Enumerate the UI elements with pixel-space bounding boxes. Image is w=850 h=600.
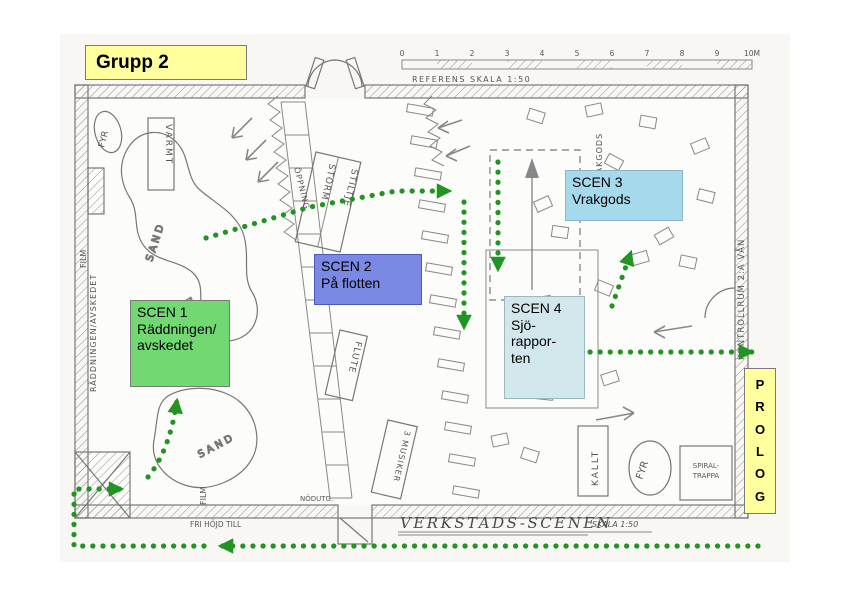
zigzag-right [423,95,445,167]
label-varmt: VARMT [163,124,173,165]
double-door-top [305,56,365,90]
walls [74,84,749,519]
doors [305,56,736,545]
ruler-caption: REFERENS SKALA 1:50 [412,75,531,84]
scene-title: SCEN 1 [137,304,188,320]
ruler-end-label: 10M [744,49,760,58]
prolog-letter: R [755,399,765,415]
label-film-2: FILM [199,487,208,505]
scene-line: rappor- [511,333,557,350]
ruler-number: 4 [540,49,545,58]
bridge-right [405,95,481,499]
scene-title: SCEN 3 [572,174,623,190]
route-bottom-left [71,481,207,549]
scene-title: SCEN 4 [511,300,562,316]
prolog-label: P R O L O G [744,368,776,514]
ruler-number: 5 [575,49,580,58]
label-fyr-top: FYR [97,130,111,149]
group-label: Grupp 2 [85,45,247,80]
pencil-up-arrow [525,158,539,178]
ruler-number: 0 [400,49,405,58]
ruler-number: 8 [680,49,685,58]
ruler-number: 9 [715,49,720,58]
stage-title: VERKSTADS-SCENEN [400,514,612,532]
label-spiral-1: SPIRAL- [693,462,720,470]
fyr-top-left: FYR [93,110,123,154]
scene-box-scen2: SCEN 2 På flotten [314,254,422,305]
prolog-letter: P [755,376,765,392]
scene-line: ten [511,349,531,366]
label-film-1: FILM [79,250,88,268]
kallt-box: KALLT [577,425,609,497]
label-nodutg: NÖDUTG. [300,494,333,503]
label-spiral-2: TRAPPA [692,472,720,480]
scale-ruler: 0 1 2 3 4 5 6 7 8 9 10M REFERENS SKALA 1… [400,49,760,84]
route-scen1-to-bridge [203,183,453,241]
ruler-number: 6 [610,49,615,58]
scene-line: Räddningen/ [137,320,217,337]
scene-title: SCEN 2 [321,258,372,274]
scene-line: På flotten [321,274,381,291]
scene-line: avskedet [137,337,194,354]
scene-box-scen3: SCEN 3 Vrakgods [565,170,683,221]
label-kontrollrum: KONTROLLRUM 2:A VÅN [735,239,747,360]
prolog-letter: L [756,444,764,459]
label-raddningen-wall: RÄDDNINGEN/AVSKEDET [88,274,98,392]
prolog-letter: O [754,466,766,482]
scene-box-scen4: SCEN 4 Sjö- rappor- ten [504,296,585,399]
door-right [704,287,736,319]
wall-pillar [87,167,105,215]
label-fri-hojd: FRI HÖJD TILL [190,520,242,529]
ruler-number: 3 [505,49,510,58]
scen4-sketch-area [485,149,599,409]
scene-line: Sjö- [511,316,536,333]
stage-scale: SKALA 1:50 [592,520,638,529]
prolog-letter: G [754,488,766,504]
prolog-letter: O [754,421,766,437]
route-to-scen3 [609,249,634,309]
scene-line: Vrakgods [572,190,631,207]
scene-box-scen1: SCEN 1 Räddningen/ avskedet [130,300,230,387]
spiral-stair-box: SPIRAL- TRAPPA [679,445,733,501]
label-kallt: KALLT [591,450,601,486]
ruler-number: 7 [645,49,650,58]
route-dotted-path [71,159,761,554]
ruler-number: 2 [470,49,475,58]
corner-room [74,451,131,519]
label-vrakgods: VRAKGODS [595,133,604,186]
ruler-number: 1 [435,49,440,58]
varmt-box: VARMT [147,117,175,191]
